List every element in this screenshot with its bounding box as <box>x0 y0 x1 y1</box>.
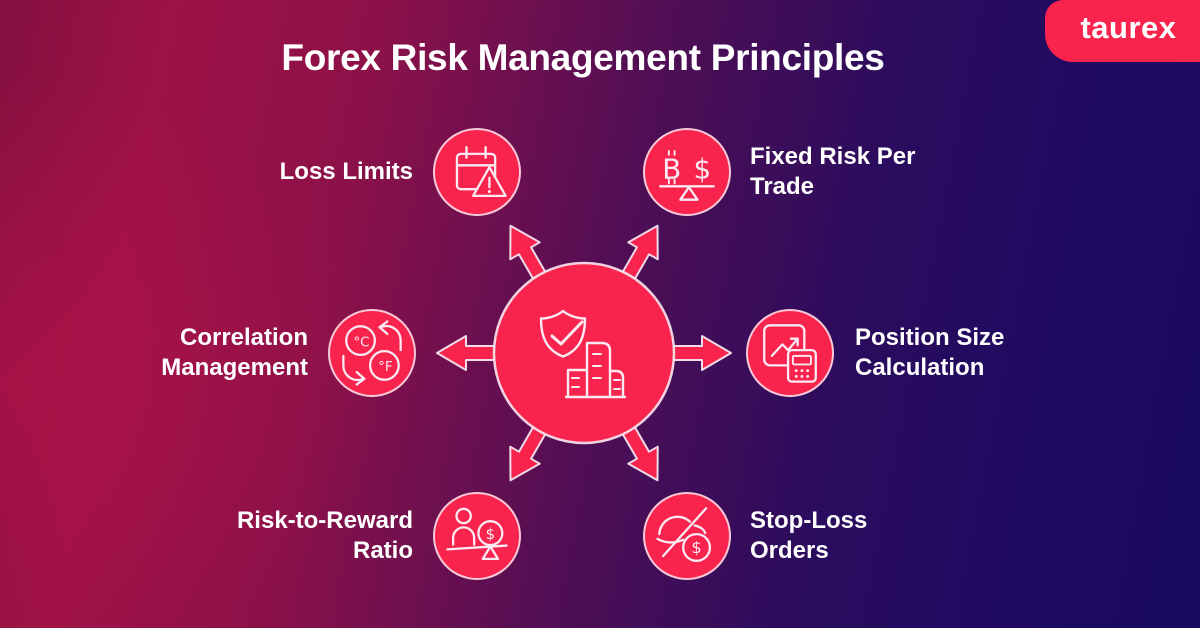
bitcoin-dollar-scale-icon: B $ <box>659 150 715 201</box>
loss-limits-label: Loss Limits <box>279 158 413 185</box>
risk-to-reward-ratio-label: Risk-to-Reward Ratio <box>236 507 413 564</box>
fixed-risk-per-trade-label: Fixed Risk Per Trade <box>750 143 916 200</box>
svg-text:B: B <box>662 153 681 186</box>
fixed-risk-per-trade-icon-circle: B $ <box>643 128 731 216</box>
position-size-calculation-label: Position Size Calculation <box>855 324 1005 381</box>
correlation-management-label: Correlation Management <box>161 324 308 381</box>
correlation-management-icon-circle: °C °F <box>328 309 416 397</box>
buildings-icon <box>564 341 627 399</box>
currency-exchange-icon: °C °F <box>342 320 402 386</box>
page-title: Forex Risk Management Principles <box>281 37 885 78</box>
chart-calculator-icon <box>763 324 817 383</box>
stop-loss-orders-label: Stop-Loss Orders <box>750 507 868 564</box>
svg-text:$: $ <box>486 525 496 543</box>
loss-limits-icon-circle <box>433 128 521 216</box>
risk-to-reward-ratio-icon-circle: $ <box>433 492 521 580</box>
svg-text:$: $ <box>691 538 701 557</box>
stop-loss-orders-icon-circle: $ <box>643 492 731 580</box>
money-slash-icon: $ <box>656 507 712 562</box>
position-size-calculation-icon-circle <box>746 309 834 397</box>
svg-text:°C: °C <box>353 335 369 350</box>
svg-text:$: $ <box>693 153 711 186</box>
hub-circle <box>492 261 676 445</box>
svg-text:°F: °F <box>378 360 392 375</box>
calendar-warning-icon <box>455 146 507 198</box>
shield-check-icon <box>539 309 587 358</box>
taurex-logo-text: taurex <box>1080 10 1177 45</box>
person-money-balance-icon: $ <box>446 507 508 561</box>
taurex-logo: taurex <box>1045 0 1200 62</box>
